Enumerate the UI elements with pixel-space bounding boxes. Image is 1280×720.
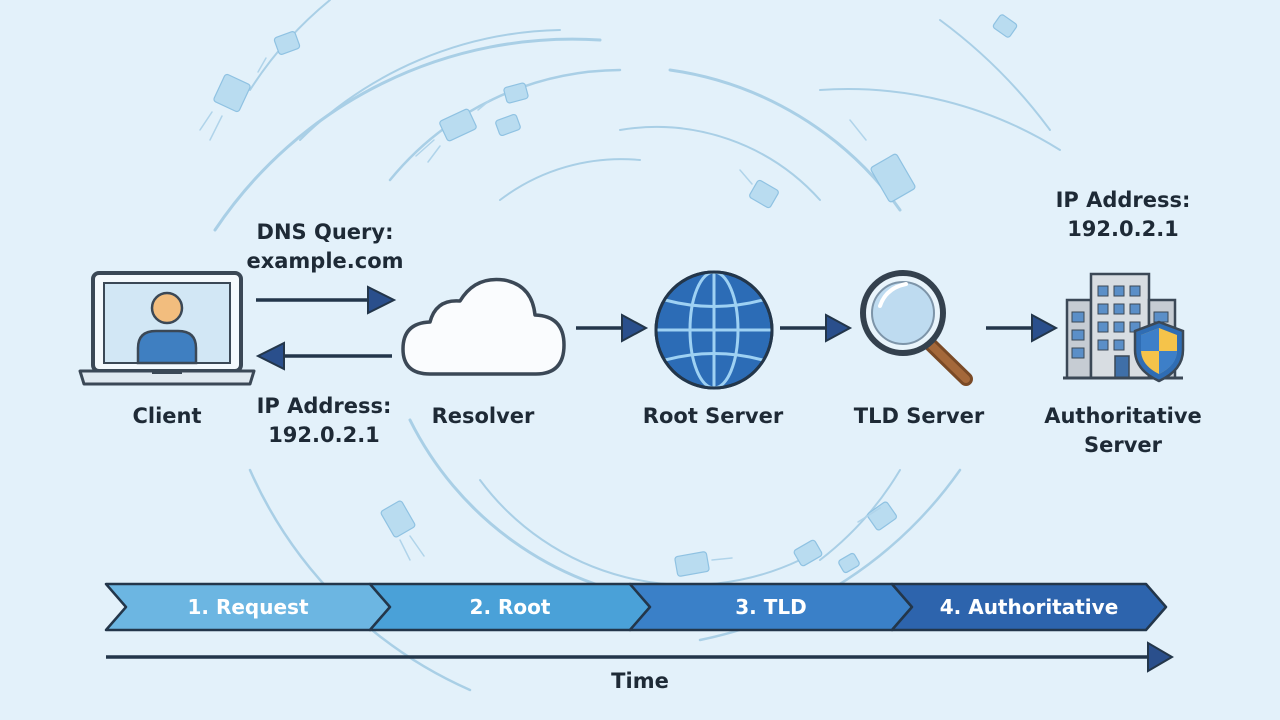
stage-1-label: 1. Request: [187, 595, 309, 619]
ip-response-title: IP Address:: [256, 394, 392, 418]
building-shield-icon: [1063, 272, 1185, 383]
authoritative-server-label: Authoritative Server: [1030, 402, 1216, 460]
ip-response-label: IP Address: 192.0.2.1: [228, 392, 420, 450]
dns-query-line2: example.com: [246, 249, 404, 273]
authoritative-label-line1: Authoritative: [1044, 404, 1202, 428]
stage-3-label: 3. TLD: [735, 595, 807, 619]
dns-query-label: DNS Query: example.com: [214, 218, 436, 276]
authoritative-ip-value: 192.0.2.1: [1067, 217, 1179, 241]
tld-server-label: TLD Server: [853, 404, 985, 428]
authoritative-ip-title: IP Address:: [1055, 188, 1191, 212]
time-axis-label: Time: [611, 669, 669, 693]
laptop-user-icon: [78, 271, 256, 386]
globe-icon: [654, 270, 774, 390]
cloud-icon: [401, 277, 566, 376]
authoritative-label-line2: Server: [1083, 433, 1162, 457]
authoritative-ip-label: IP Address: 192.0.2.1: [1028, 186, 1218, 244]
time-axis-arrow: [106, 641, 1174, 673]
stage-4-label: 4. Authoritative: [939, 595, 1119, 619]
client-label: Client: [132, 404, 202, 428]
ip-response-value: 192.0.2.1: [268, 423, 380, 447]
root-server-label: Root Server: [642, 404, 784, 428]
dns-query-line1: DNS Query:: [256, 220, 394, 244]
resolver-label: Resolver: [431, 404, 535, 428]
stage-2-label: 2. Root: [469, 595, 551, 619]
stage-4-chevron: [890, 582, 1168, 632]
magnifier-icon: [860, 270, 973, 386]
